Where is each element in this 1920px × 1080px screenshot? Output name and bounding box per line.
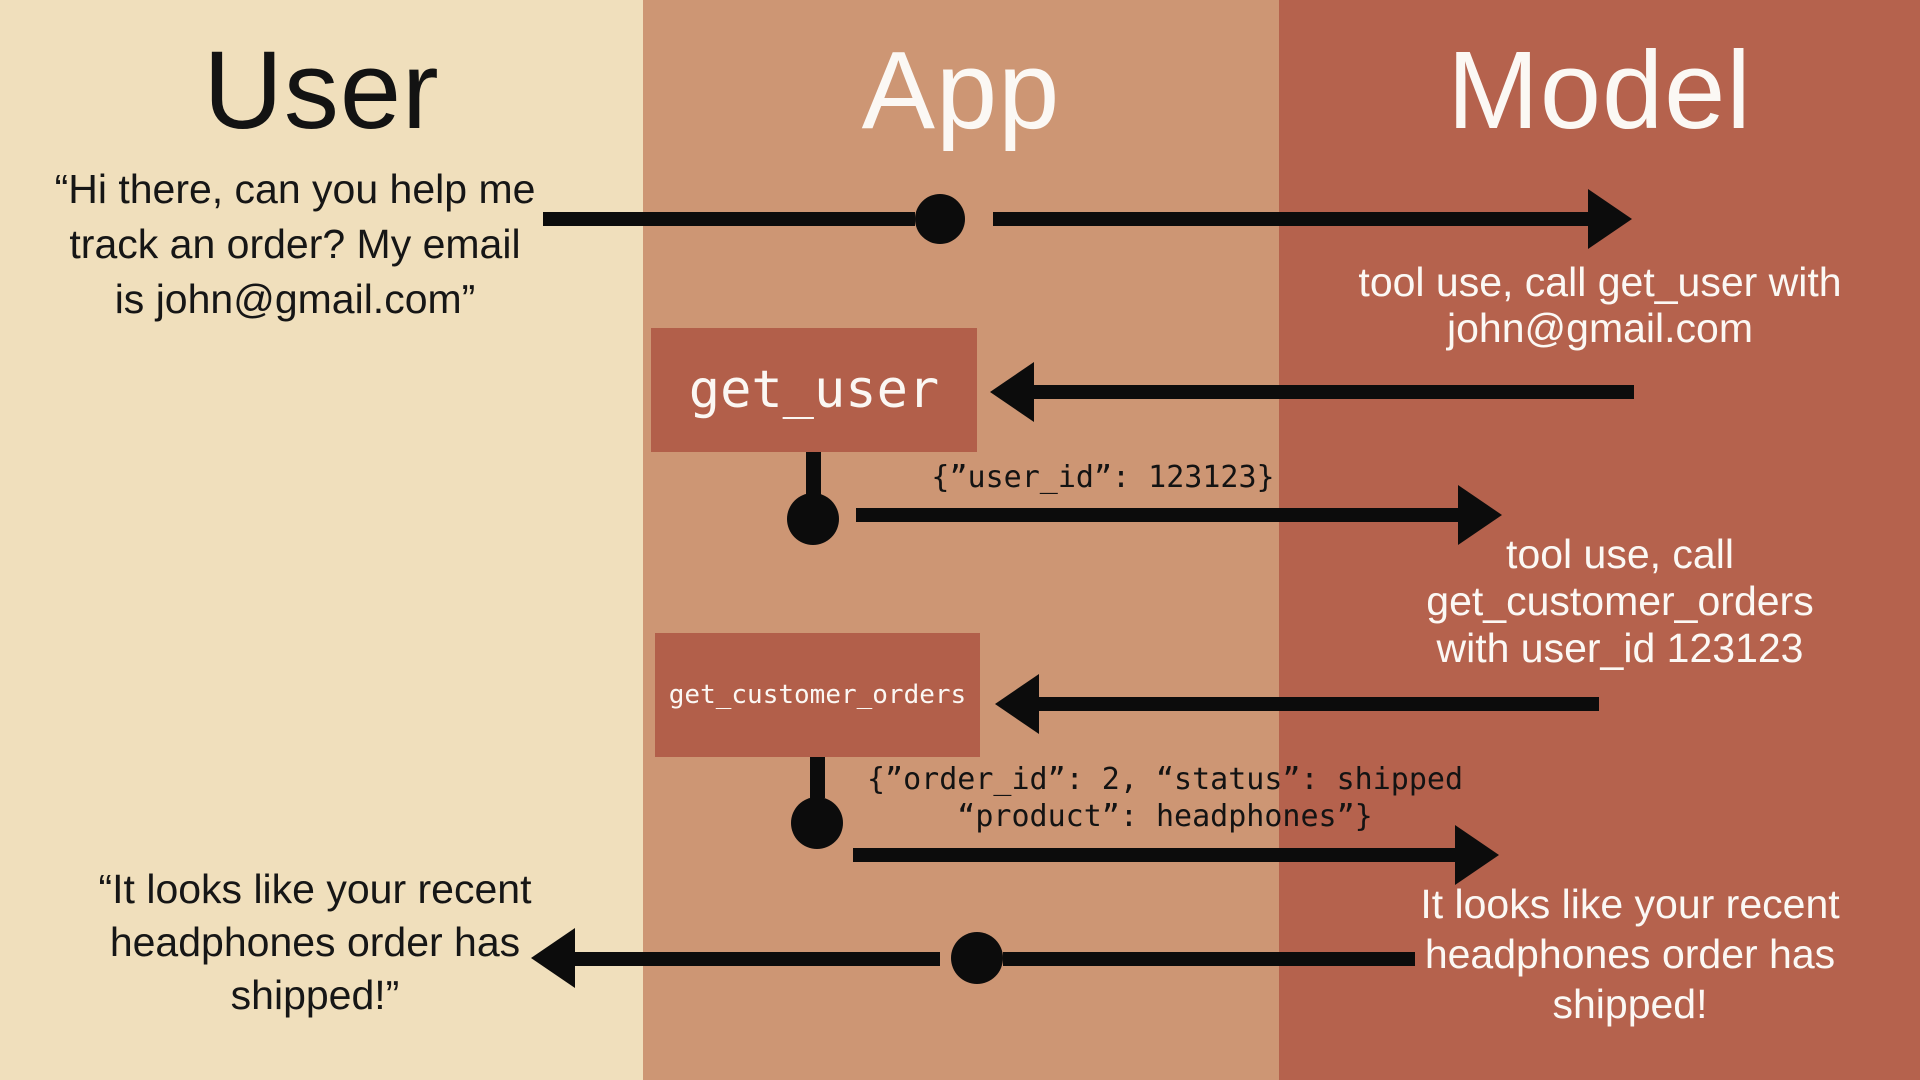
arrowhead-right-icon xyxy=(1588,189,1632,249)
user-request-message: “Hi there, can you help me track an orde… xyxy=(35,162,555,327)
app-lane-background xyxy=(643,0,1279,1080)
model-response-message: It looks like your recent headphones ord… xyxy=(1340,879,1920,1029)
user-request-line: track an order? My email xyxy=(69,221,521,267)
model-response-line: shipped! xyxy=(1552,981,1708,1027)
arrowhead-left-icon xyxy=(995,674,1039,734)
model-response-line: It looks like your recent xyxy=(1420,881,1840,927)
model-to-get-user-arrow-line xyxy=(1034,385,1634,399)
model-response-line: headphones order has xyxy=(1424,931,1836,977)
tool-result-2-arrow-line xyxy=(853,848,1455,862)
tool-result-1-dot xyxy=(787,493,839,545)
model-tool-call-2-label: tool use, call get_customer_orders with … xyxy=(1330,531,1910,672)
tool-result-2-label: {”order_id”: 2, “status”: shipped “produ… xyxy=(860,761,1470,835)
user-response-line: “It looks like your recent xyxy=(98,866,532,912)
user-lane-background xyxy=(0,0,643,1080)
model-tool-call-1-label: tool use, call get_user with john@gmail.… xyxy=(1320,259,1880,351)
arrowhead-right-icon xyxy=(1455,825,1499,885)
arrowhead-left-icon xyxy=(990,362,1034,422)
user-request-line: “Hi there, can you help me xyxy=(54,166,536,212)
get-customer-orders-tool-box-label: get_customer_orders xyxy=(668,680,967,710)
user-response-line: shipped!” xyxy=(230,972,400,1018)
app-lane-title: App xyxy=(861,29,1061,152)
model-tool-call-1-line: tool use, call get_user with xyxy=(1358,259,1842,305)
arrowhead-left-icon xyxy=(531,928,575,988)
model-lane-title: Model xyxy=(1447,29,1752,152)
user-response-message: “It looks like your recent headphones or… xyxy=(55,863,575,1022)
tool-result-2-line: “product”: headphones”} xyxy=(957,799,1373,834)
arrowhead-right-icon xyxy=(1458,485,1502,545)
model-lane-background xyxy=(1279,0,1920,1080)
model-tool-call-1-line: john@gmail.com xyxy=(1447,305,1753,351)
user-to-app-arrow-line xyxy=(543,212,915,226)
get-customer-orders-connector-stub xyxy=(810,757,825,798)
model-to-get-customer-orders-arrow-line xyxy=(1037,697,1599,711)
app-relay-dot xyxy=(915,194,965,244)
user-response-line: headphones order has xyxy=(109,919,521,965)
user-lane-title: User xyxy=(203,29,440,152)
model-tool-call-2-line: get_customer_orders xyxy=(1426,578,1814,624)
app-relay-dot xyxy=(951,932,1003,984)
get-user-tool-box: get_user xyxy=(651,328,977,452)
get-user-tool-box-label: get_user xyxy=(688,360,940,420)
model-tool-call-2-line: tool use, call xyxy=(1506,531,1734,577)
get-customer-orders-tool-box: get_customer_orders xyxy=(655,633,980,757)
user-request-line: is john@gmail.com” xyxy=(114,276,476,322)
tool-result-2-dot xyxy=(791,797,843,849)
tool-result-1-label: {”user_id”: 123123} xyxy=(931,460,1275,495)
model-to-app-arrow-line xyxy=(1003,952,1415,966)
model-tool-call-2-line: with user_id 123123 xyxy=(1436,625,1804,671)
tool-result-1-arrow-line xyxy=(856,508,1458,522)
get-user-connector-stub xyxy=(806,452,821,498)
app-to-model-arrow-line xyxy=(993,212,1590,226)
tool-result-2-line: {”order_id”: 2, “status”: shipped xyxy=(866,762,1464,797)
app-to-user-arrow-line xyxy=(573,952,940,966)
